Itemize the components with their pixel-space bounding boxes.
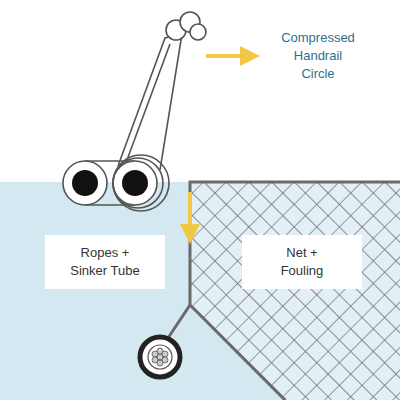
handrail-walkway <box>63 12 206 211</box>
sinker-tube <box>140 337 180 377</box>
floating-pipe <box>122 170 148 196</box>
text-box: Ropes + Sinker Tube <box>45 235 165 289</box>
force-arrow <box>188 192 192 240</box>
pointer-arrow <box>206 54 256 58</box>
box-label: Ropes + Sinker Tube <box>62 244 148 279</box>
callout-label: Compressed Handrail Circle <box>281 29 355 84</box>
box-label: Net + Fouling <box>281 244 324 279</box>
net-mesh <box>190 182 400 400</box>
sinker-rope <box>168 305 190 338</box>
text-box: Net + Fouling <box>242 235 362 289</box>
net-border <box>190 182 400 400</box>
floating-pipe <box>72 170 98 196</box>
net-area <box>190 182 400 400</box>
water <box>0 182 400 400</box>
